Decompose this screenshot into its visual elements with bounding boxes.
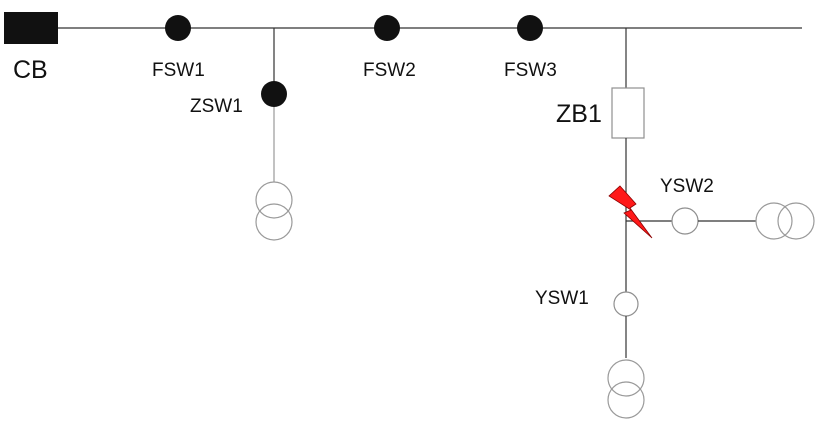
closed-switch-fsw3 bbox=[517, 15, 543, 41]
closed-switch-fsw1 bbox=[165, 15, 191, 41]
circuit-breaker-cb bbox=[4, 12, 58, 44]
zb1-box bbox=[611, 87, 645, 139]
cb-label: CB bbox=[13, 56, 48, 84]
closed-switch-zsw1 bbox=[261, 81, 287, 107]
transformer-icon-zsw1 bbox=[255, 181, 293, 241]
transformer-icon-ysw1 bbox=[607, 359, 645, 419]
fsw2-label: FSW2 bbox=[363, 60, 416, 81]
fsw1-label: FSW1 bbox=[152, 60, 205, 81]
fsw3-label: FSW3 bbox=[504, 60, 557, 81]
transformer-icon-ysw2 bbox=[755, 202, 815, 240]
fault-lightning-icon bbox=[608, 185, 653, 239]
ysw2-label: YSW2 bbox=[660, 176, 714, 197]
zb1-label: ZB1 bbox=[556, 100, 602, 128]
zsw1-label: ZSW1 bbox=[190, 96, 243, 117]
ysw1-label: YSW1 bbox=[535, 288, 589, 309]
closed-switch-fsw2 bbox=[374, 15, 400, 41]
open-switch-ysw1 bbox=[613, 291, 639, 317]
open-switch-ysw2 bbox=[671, 207, 699, 235]
